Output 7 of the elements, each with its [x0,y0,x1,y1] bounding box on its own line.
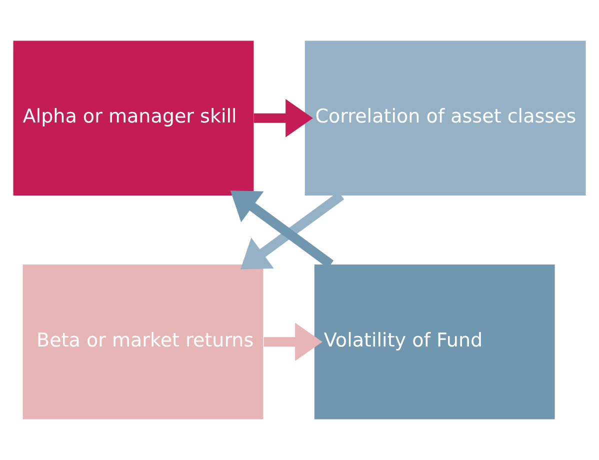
arrow [264,322,322,362]
node-box: Beta or market returns [22,264,264,420]
arrow [230,190,334,268]
node-box: Correlation of asset classes [304,40,586,196]
node-box: Volatility of Fund [314,264,555,420]
node-box: Alpha or manager skill [13,40,254,196]
arrow [254,98,313,138]
